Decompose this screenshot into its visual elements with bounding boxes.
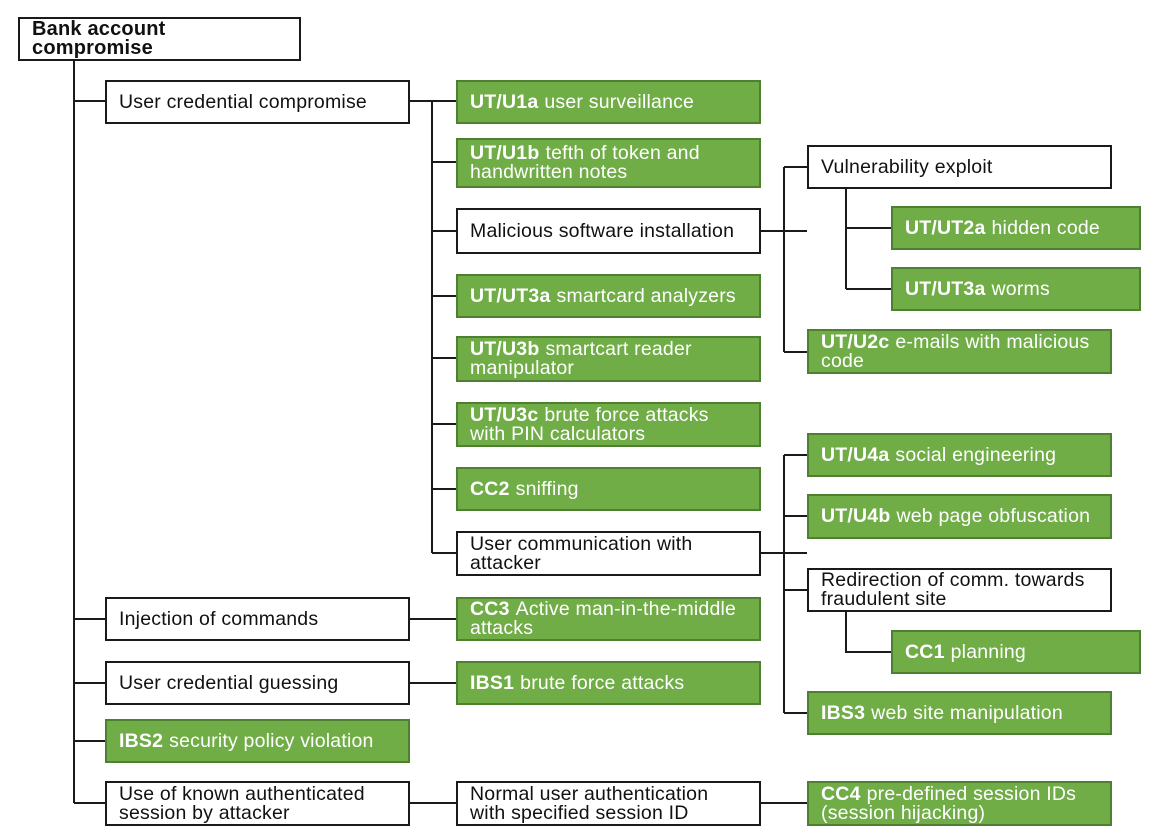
- node-label: brute force attacks: [520, 671, 685, 694]
- node-label: e-mails with malicious code: [821, 330, 1090, 372]
- node-redirection: Redirection of comm. towards fraudulent …: [807, 568, 1112, 612]
- node-root: Bank account compromise: [18, 17, 301, 61]
- node-label: worms: [991, 277, 1050, 300]
- node-code: UT/U4a: [821, 443, 890, 466]
- node-credential-guessing: User credential guessing: [105, 661, 410, 705]
- node-user-credential-compromise: User credential compromise: [105, 80, 410, 124]
- node-user-communication: User communication with attacker: [456, 531, 761, 576]
- node-label: Use of known authenticated session by at…: [119, 782, 365, 824]
- node-normal-authentication: Normal user authentication with specifie…: [456, 781, 761, 826]
- node-label: tefth of token and handwritten notes: [470, 142, 700, 183]
- node-code: CC4: [821, 782, 861, 805]
- node-label: pre-defined session IDs (session hijacki…: [821, 782, 1077, 824]
- node-label: sniffing: [515, 477, 579, 500]
- node-code: UT/U3c: [470, 403, 539, 426]
- node-label: Normal user authentication with specifie…: [470, 782, 709, 824]
- node-label: Active man-in-the-middle attacks: [470, 598, 737, 639]
- node-code: UT/UT3a: [905, 277, 986, 300]
- node-label: User communication with attacker: [470, 532, 693, 574]
- node-known-session: Use of known authenticated session by at…: [105, 781, 410, 826]
- connector-redirect-cc1: [845, 611, 891, 653]
- node-label: planning: [950, 640, 1026, 663]
- node-label: social engineering: [895, 443, 1057, 466]
- node-code: CC3: [470, 598, 510, 620]
- node-code: UT/U1a: [470, 90, 539, 113]
- node-label: hidden code: [991, 216, 1100, 239]
- node-root-label: Bank account compromise: [32, 18, 166, 59]
- node-label: Malicious software installation: [470, 219, 735, 242]
- node-label: Injection of commands: [119, 607, 319, 630]
- node-label: smartcard analyzers: [556, 284, 736, 307]
- node-injection: Injection of commands: [105, 597, 410, 641]
- node-label: security policy violation: [169, 729, 374, 752]
- node-code: UT/UT2a: [905, 216, 986, 239]
- node-code: IBS3: [821, 701, 866, 724]
- node-label: User credential compromise: [119, 90, 367, 113]
- node-code: IBS2: [119, 729, 164, 752]
- node-label: smartcart reader manipulator: [470, 338, 692, 379]
- node-label: web page obfuscation: [896, 505, 1091, 527]
- node-vulnerability-exploit: Vulnerability exploit: [807, 145, 1112, 189]
- node-code: UT/U4b: [821, 505, 891, 527]
- node-code: UT/U2c: [821, 330, 890, 353]
- node-label: brute force attacks with PIN calculators: [470, 403, 709, 445]
- node-malicious-software: Malicious software installation: [456, 208, 761, 254]
- node-code: UT/U3b: [470, 338, 540, 360]
- node-label: Vulnerability exploit: [821, 155, 993, 178]
- node-label: User credential guessing: [119, 671, 339, 694]
- node-label: user surveillance: [544, 90, 695, 113]
- node-code: CC2: [470, 477, 510, 500]
- node-code: UT/U1b: [470, 142, 540, 164]
- node-label: web site manipulation: [871, 701, 1063, 724]
- node-label: Redirection of comm. towards fraudulent …: [821, 569, 1085, 610]
- node-code: CC1: [905, 640, 945, 663]
- node-code: UT/UT3a: [470, 284, 551, 307]
- node-code: IBS1: [470, 671, 515, 694]
